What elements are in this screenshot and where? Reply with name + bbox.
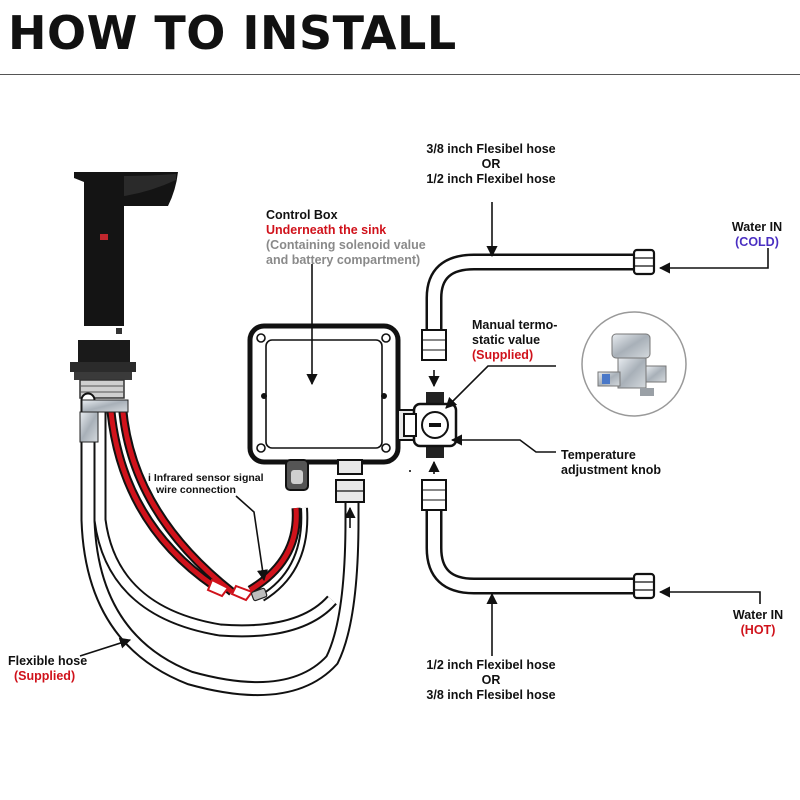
bottom-hose-line1: 1/2 inch Flexibel hose	[426, 658, 556, 672]
water-supply-hoses	[425, 253, 636, 595]
temperature-knob-line2: adjustment knob	[561, 463, 662, 477]
bottom-hose-or: OR	[481, 673, 501, 687]
faucet-supply-hoses	[80, 392, 360, 697]
water-in-hot-label: Water IN (HOT)	[720, 608, 796, 638]
bottom-hose-line2: 3/8 inch Flesibel hose	[426, 688, 556, 702]
infrared-sensor-label: i Infrared sensor signal wire connection	[148, 472, 264, 496]
sensor-wire-connector-icon	[206, 578, 268, 602]
manual-valve-line1: Manual termo-	[472, 318, 558, 332]
temperature-knob-line1: Temperature	[561, 448, 636, 462]
control-box-label: Control Box Underneath the sink (Contain…	[266, 208, 426, 268]
manual-valve-label: Manual termo- static value (Supplied)	[472, 318, 557, 363]
page-title: HOW TO INSTALL	[8, 6, 457, 60]
hose-fitting-icon	[79, 399, 129, 443]
containing-note-line2: and battery compartment)	[266, 253, 421, 267]
underneath-sink-note: Underneath the sink	[266, 223, 387, 237]
hot-tag: (HOT)	[740, 623, 776, 637]
faucet-icon	[70, 172, 178, 399]
top-hose-line2: 1/2 inch Flexibel hose	[426, 172, 556, 186]
top-hose-or: OR	[481, 157, 501, 171]
flexible-hose-label: Flexible hose (Supplied)	[8, 654, 87, 684]
containing-note-line1: (Containing solenoid value	[266, 238, 426, 252]
top-hose-label: 3/8 inch Flesibel hose OR 1/2 inch Flexi…	[416, 142, 566, 187]
infrared-sensor-line1: i Infrared sensor signal	[148, 472, 264, 484]
callout-arrows	[79, 202, 769, 657]
water-in-hot-text: Water IN	[732, 608, 784, 622]
temperature-knob-label: Temperature adjustment knob	[561, 448, 661, 478]
hose-nut-icon	[421, 248, 656, 600]
valve-photo-icon	[581, 311, 687, 417]
title-divider	[0, 74, 800, 75]
water-in-cold-text: Water IN	[731, 220, 783, 234]
manual-valve-line2: static value	[472, 333, 541, 347]
flexible-hose-text: Flexible hose	[8, 654, 88, 668]
control-box-title: Control Box	[266, 208, 338, 222]
cold-tag: (COLD)	[735, 235, 779, 249]
infrared-sensor-line2: wire connection	[156, 484, 236, 496]
bottom-hose-label: 1/2 inch Flexibel hose OR 3/8 inch Flesi…	[416, 658, 566, 703]
thermostatic-valve-icon	[403, 392, 458, 458]
top-hose-line1: 3/8 inch Flesibel hose	[426, 142, 556, 156]
control-box-icon	[247, 323, 415, 503]
water-in-cold-label: Water IN (COLD)	[722, 220, 792, 250]
flexible-hose-supplied: (Supplied)	[14, 669, 76, 683]
manual-valve-supplied: (Supplied)	[472, 348, 534, 362]
